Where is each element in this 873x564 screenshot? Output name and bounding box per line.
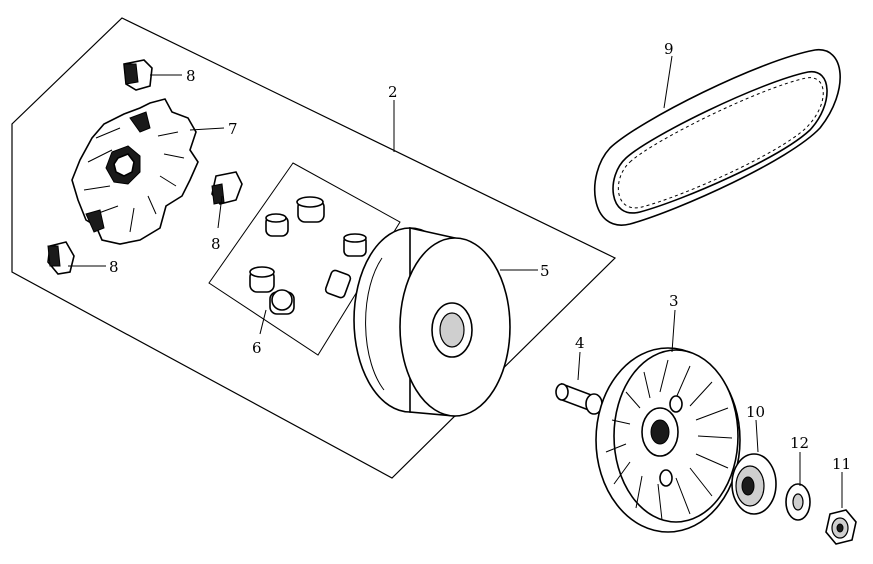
callout-10: 10 bbox=[746, 403, 765, 421]
roller-2 bbox=[296, 196, 325, 223]
callout-8-top: 8 bbox=[186, 67, 196, 85]
callout-2: 2 bbox=[388, 83, 398, 101]
callout-11: 11 bbox=[832, 455, 851, 473]
callout-3: 3 bbox=[669, 292, 679, 310]
callout-4: 4 bbox=[575, 334, 585, 352]
nut bbox=[825, 509, 857, 545]
callout-7: 7 bbox=[228, 120, 238, 138]
assembly-outline bbox=[11, 17, 617, 479]
callout-12: 12 bbox=[790, 434, 809, 452]
washer bbox=[785, 483, 811, 521]
slider-piece-top bbox=[123, 59, 153, 91]
roller-4 bbox=[249, 266, 275, 293]
callout-8-middle: 8 bbox=[211, 235, 221, 253]
leader-lines bbox=[68, 55, 843, 508]
movable-drive-face bbox=[353, 227, 511, 417]
roller-3 bbox=[343, 233, 367, 257]
callout-6: 6 bbox=[252, 339, 262, 357]
ramp-plate bbox=[71, 98, 199, 245]
drive-belt bbox=[593, 49, 841, 226]
roller-1 bbox=[265, 213, 289, 237]
collar bbox=[555, 382, 603, 415]
slider-piece-bottom bbox=[47, 241, 75, 275]
bearing-washer bbox=[731, 453, 777, 515]
roller-weights bbox=[249, 196, 367, 315]
slider-piece-middle bbox=[211, 171, 243, 205]
fan-drive-face bbox=[595, 347, 741, 533]
roller-group-outline bbox=[208, 162, 401, 356]
roller-5 bbox=[269, 289, 295, 315]
callout-9: 9 bbox=[664, 40, 674, 58]
callout-5: 5 bbox=[540, 262, 550, 280]
roller-6 bbox=[324, 269, 352, 299]
callout-8-bottom: 8 bbox=[109, 258, 119, 276]
